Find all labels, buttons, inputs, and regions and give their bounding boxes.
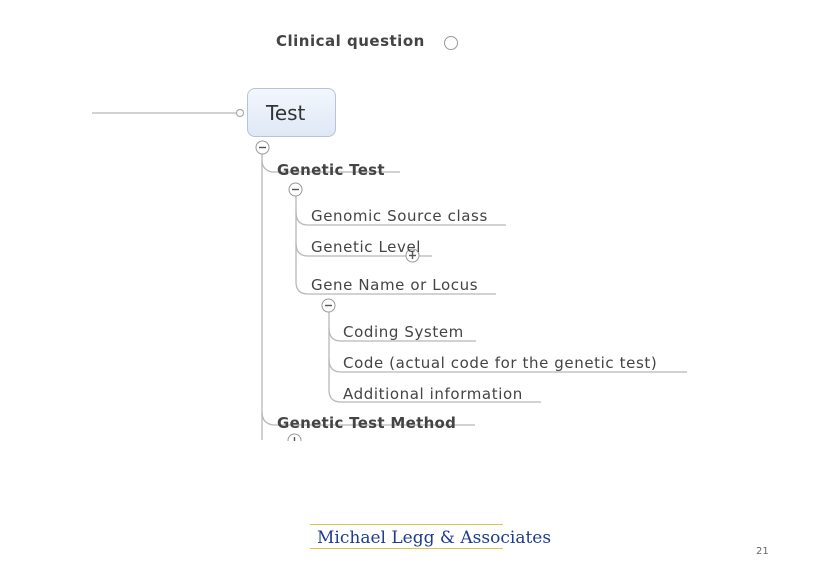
- node-additional-information[interactable]: Additional information: [343, 385, 523, 403]
- node-genetic-level[interactable]: Genetic Level: [311, 238, 422, 256]
- node-coding-system[interactable]: Coding System: [343, 323, 464, 341]
- node-genetic-test-method[interactable]: Genetic Test Method: [277, 414, 457, 432]
- collapse-icon-gene-name[interactable]: [321, 298, 336, 317]
- cut-parent-label: Clinical question: [276, 32, 425, 50]
- gene-spine: [328, 312, 541, 403]
- collapse-icon-root[interactable]: [255, 140, 270, 159]
- link-coding-system: [328, 327, 476, 342]
- page-number: 21: [756, 546, 769, 557]
- link-genomic-source: [295, 211, 506, 226]
- collapse-icon-genetic-test[interactable]: [288, 182, 303, 201]
- expand-icon[interactable]: [444, 36, 458, 50]
- root-node[interactable]: [247, 88, 336, 137]
- expand-icon-method[interactable]: [287, 433, 302, 441]
- node-code[interactable]: Code (actual code for the genetic test): [343, 354, 658, 372]
- logo-rule-top: [310, 524, 503, 525]
- logo-rule-bottom: [310, 548, 503, 549]
- link-genetic-level: [295, 242, 432, 257]
- link-code: [328, 358, 687, 373]
- root-label: Test: [266, 101, 306, 125]
- expand-icon-genetic-level[interactable]: [405, 248, 420, 267]
- genetic-test-spine: [295, 196, 496, 295]
- node-gene-name-or-locus[interactable]: Gene Name or Locus: [311, 276, 479, 294]
- footer-logo: Michael Legg & Associates: [317, 528, 552, 548]
- expand-icon-method-clip: [287, 433, 303, 441]
- root-connector-dot: [235, 108, 245, 118]
- link-genetic-test-method: [261, 411, 475, 426]
- link-genetic-test: [261, 159, 400, 173]
- node-genomic-source-class[interactable]: Genomic Source class: [311, 207, 488, 225]
- node-genetic-test[interactable]: Genetic Test: [277, 161, 385, 179]
- cut-parent-clip: Clinical question: [270, 0, 470, 50]
